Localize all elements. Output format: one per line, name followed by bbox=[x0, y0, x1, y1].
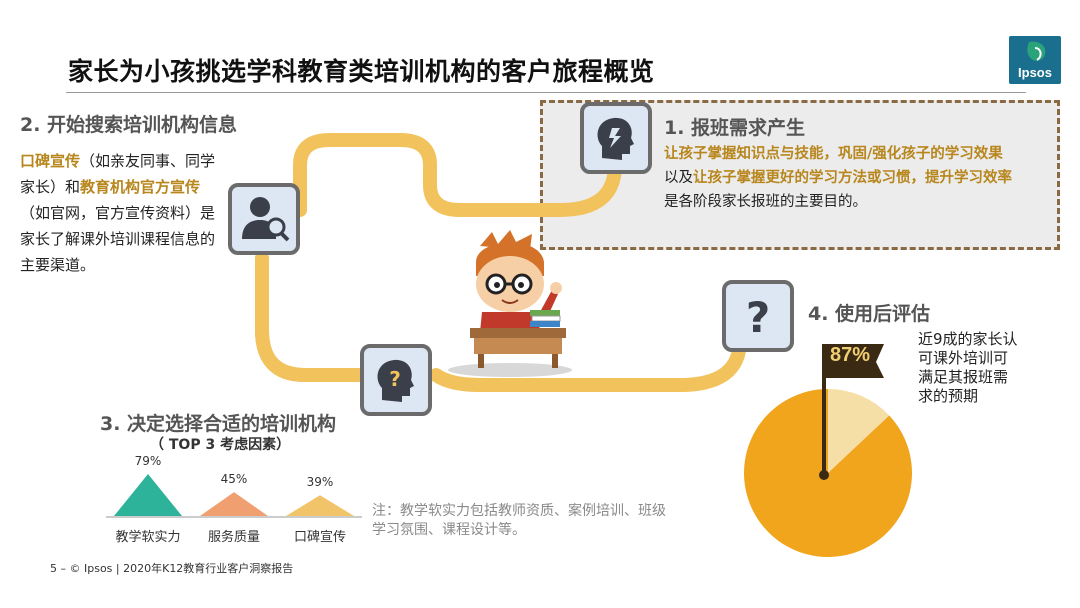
factor-value-label-1: 79% bbox=[134, 454, 162, 468]
step3-subtitle: （ TOP 3 考虑因素） bbox=[150, 437, 291, 453]
step2-icon-box bbox=[228, 183, 300, 255]
top3-factors-chart bbox=[106, 474, 362, 518]
step1-highlight-1: 让孩子掌握知识点与技能，巩固/强化孩子的学习效果 bbox=[664, 146, 1003, 162]
svg-text:?: ? bbox=[746, 293, 770, 342]
svg-text:?: ? bbox=[389, 367, 401, 391]
factor-category-label-1: 教学软实力 bbox=[115, 530, 181, 545]
head-lightning-icon bbox=[597, 117, 634, 160]
factor-bar-2 bbox=[200, 492, 268, 516]
page-footer: 5 – © Ipsos | 2020年K12教育行业客户洞察报告 bbox=[50, 562, 294, 575]
question-mark-icon: ? bbox=[746, 293, 770, 342]
step3-icon-box: ? bbox=[360, 344, 432, 416]
flag-value: 87% bbox=[829, 344, 871, 366]
person-search-icon bbox=[242, 197, 290, 242]
pie-slice-remaining bbox=[828, 389, 890, 473]
step2-title: 2. 开始搜索培训机构信息 bbox=[20, 114, 238, 136]
step2-description: 口碑宣传（如亲友同事、同学家长）和教育机构官方宣传 （如官网，官方宣传资料）是家长… bbox=[20, 148, 216, 278]
step4-description: 近9成的家长认可课外培训可满足其报班需求的预期 bbox=[918, 330, 1018, 405]
step1-text-prefix: 以及 bbox=[664, 170, 693, 186]
student-illustration bbox=[448, 230, 572, 377]
factor-value-label-3: 39% bbox=[306, 475, 334, 490]
factor-category-label-2: 服务质量 bbox=[207, 530, 260, 545]
flag-marker bbox=[819, 344, 884, 480]
factor-bar-1 bbox=[114, 474, 182, 516]
step1-highlight-2: 让孩子掌握更好的学习方法或习惯，提升学习效率 bbox=[693, 170, 1012, 186]
step1-text-end: 是各阶段家长报班的主要目的。 bbox=[664, 194, 867, 210]
step2-text-2: （如官网，官方宣传资料）是家长了解课外培训课程信息的主要渠道。 bbox=[20, 204, 216, 274]
ipsos-logo: Ipsos bbox=[1009, 36, 1061, 84]
step1-title: 1. 报班需求产生 bbox=[664, 117, 806, 139]
chart-note: 注：教学软实力包括教师资质、案例培训、班级学习氛围、课程设计等。 bbox=[372, 503, 666, 538]
step4-title: 4. 使用后评估 bbox=[808, 303, 931, 325]
step1-panel bbox=[540, 100, 1060, 250]
title-divider bbox=[66, 92, 1026, 93]
factor-value-label-2: 45% bbox=[220, 472, 248, 487]
step2-highlight-1: 口碑宣传 bbox=[20, 152, 81, 170]
step1-icon-box bbox=[580, 102, 652, 174]
step3-title: 3. 决定选择合适的培训机构 bbox=[100, 413, 337, 435]
logo-text: Ipsos bbox=[1018, 65, 1052, 80]
head-question-icon: ? bbox=[377, 359, 414, 402]
factor-bar-3 bbox=[286, 495, 354, 516]
step2-text-1: （如亲友同事、同学家长）和 bbox=[20, 152, 216, 196]
logo-mark-icon bbox=[1027, 41, 1046, 61]
factor-category-label-3: 口碑宣传 bbox=[293, 530, 346, 545]
step2-highlight-2: 教育机构官方宣传 bbox=[80, 178, 201, 196]
step1-description: 让孩子掌握知识点与技能，巩固/强化孩子的学习效果 以及让孩子掌握更好的学习方法或… bbox=[664, 142, 1054, 214]
page-title: 家长为小孩挑选学科教育类培训机构的客户旅程概览 bbox=[68, 57, 655, 86]
step4-icon-box: ? bbox=[722, 280, 794, 352]
